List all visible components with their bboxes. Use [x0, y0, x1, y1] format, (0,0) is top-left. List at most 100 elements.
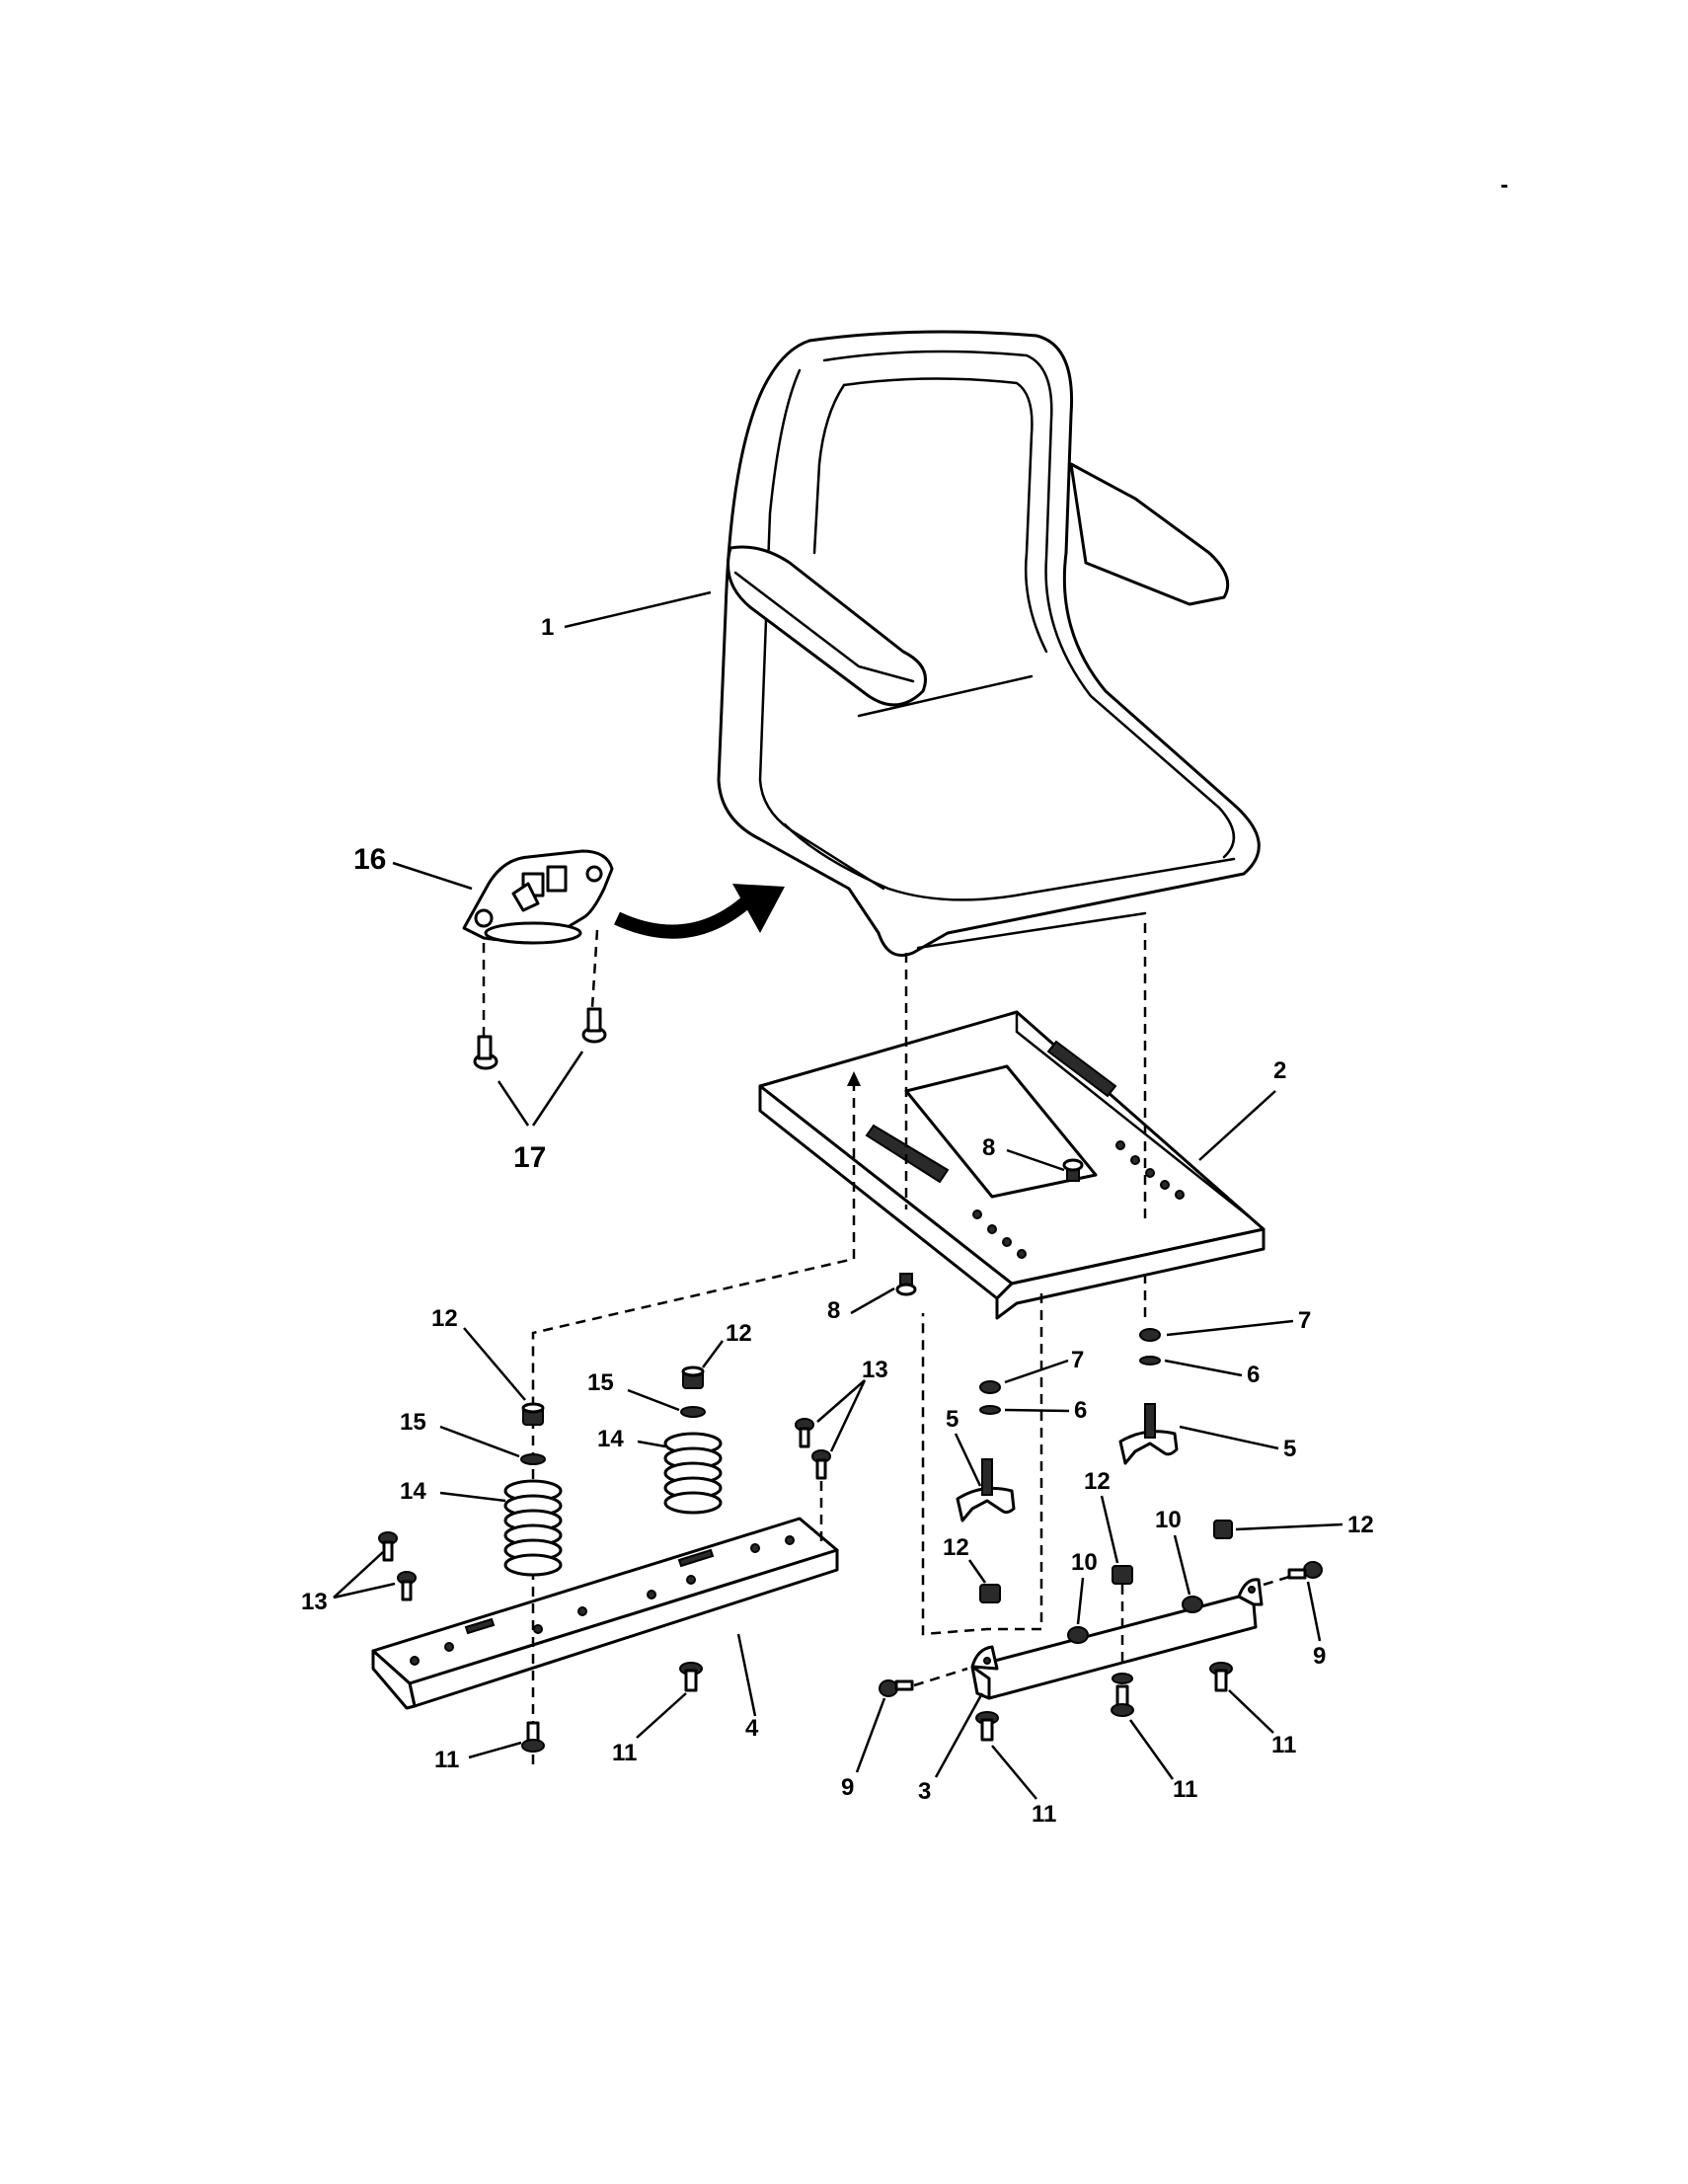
bolt-13b — [811, 1449, 831, 1480]
leader-2 — [1198, 1090, 1276, 1161]
bolt-9b — [1287, 1561, 1323, 1580]
callout-9a: 9 — [841, 1774, 854, 1801]
leader-1 — [564, 590, 712, 629]
callout-11c: 11 — [1173, 1776, 1197, 1803]
bolt-11a — [521, 1721, 545, 1753]
nut-12e — [1213, 1520, 1233, 1539]
leader-8b — [850, 1287, 895, 1315]
leader-10b — [1173, 1534, 1191, 1596]
leader-6a — [1004, 1408, 1070, 1413]
bolt-11c — [1111, 1673, 1134, 1717]
callout-12e: 12 — [1347, 1512, 1374, 1538]
screw-17a — [473, 1035, 499, 1070]
leader-12e — [1235, 1522, 1343, 1531]
callout-7b: 7 — [1298, 1307, 1311, 1334]
leader-11d — [1228, 1689, 1274, 1734]
arrow-to-seat — [614, 893, 755, 939]
callout-6b: 6 — [1247, 1362, 1260, 1388]
leader-5b — [1179, 1425, 1279, 1450]
leader-12a — [463, 1327, 526, 1401]
leader-11e — [991, 1745, 1037, 1800]
leader-12d — [1100, 1495, 1119, 1564]
spring-14b — [663, 1432, 723, 1515]
rail-right — [970, 1578, 1264, 1700]
knob-5b — [1118, 1403, 1179, 1465]
bolt-8b — [895, 1273, 917, 1296]
leader-14a — [439, 1491, 506, 1503]
leader-7a — [1004, 1359, 1069, 1384]
nut-12c — [979, 1584, 1001, 1603]
callout-12a: 12 — [431, 1305, 458, 1332]
callout-11a: 11 — [434, 1747, 459, 1773]
washer-10b — [1182, 1596, 1203, 1613]
callout-12c: 12 — [943, 1534, 969, 1561]
leader-12b — [701, 1340, 725, 1368]
washer-15b — [680, 1406, 706, 1418]
seat-pan — [758, 1010, 1266, 1320]
leader-16 — [392, 861, 473, 891]
washer-15a — [520, 1453, 546, 1465]
callout-6a: 6 — [1074, 1397, 1087, 1424]
leader-13b-2 — [333, 1582, 396, 1599]
callout-8b: 8 — [827, 1297, 840, 1324]
callout-10b: 10 — [1155, 1507, 1182, 1533]
leader-9b — [1306, 1581, 1322, 1642]
leader-7b — [1166, 1319, 1294, 1337]
seat-switch — [462, 849, 614, 945]
callout-11e: 11 — [1032, 1801, 1056, 1828]
callout-14a: 14 — [400, 1478, 426, 1505]
callout-3: 3 — [918, 1778, 931, 1805]
bolt-11d — [1209, 1662, 1233, 1692]
callout-5b: 5 — [1283, 1436, 1296, 1462]
bolt-13c — [378, 1531, 398, 1562]
leader-5a — [954, 1433, 982, 1487]
leader-13a-2 — [829, 1379, 867, 1452]
bolt-13d — [397, 1571, 417, 1601]
seat — [717, 330, 1261, 957]
callout-16: 16 — [353, 843, 386, 876]
callout-11b: 11 — [612, 1740, 637, 1766]
leader-11b — [636, 1692, 687, 1739]
washer-10a — [1067, 1626, 1089, 1644]
bolt-9a — [879, 1679, 914, 1697]
callout-10a: 10 — [1071, 1549, 1098, 1576]
callout-5a: 5 — [946, 1406, 959, 1433]
leader-3 — [934, 1692, 984, 1778]
washer-7a — [979, 1380, 1001, 1394]
callout-13b: 13 — [301, 1589, 328, 1615]
leader-11c — [1128, 1719, 1175, 1780]
leader-17b — [531, 1051, 584, 1127]
leader-11a — [468, 1741, 522, 1759]
leader-14b — [637, 1440, 666, 1448]
callout-14b: 14 — [597, 1426, 624, 1452]
leader-12c — [967, 1559, 987, 1584]
callout-1: 1 — [541, 614, 554, 641]
leader-13b-1 — [333, 1551, 384, 1599]
callout-8a: 8 — [982, 1134, 995, 1161]
screw-17b — [581, 1007, 607, 1044]
leader-15b — [627, 1388, 680, 1412]
leader-15a — [439, 1425, 520, 1458]
callout-12d: 12 — [1084, 1468, 1111, 1495]
leader-8a — [1006, 1148, 1065, 1172]
arrow-head — [732, 884, 785, 933]
callout-2: 2 — [1273, 1057, 1286, 1084]
washer-6b — [1139, 1356, 1161, 1365]
leader-13a-1 — [816, 1379, 866, 1423]
nut-12b — [681, 1365, 705, 1389]
callout-13a: 13 — [862, 1357, 888, 1383]
corner-mark: - — [1500, 172, 1508, 198]
leader-10a — [1076, 1577, 1085, 1625]
callout-15a: 15 — [400, 1409, 426, 1436]
rail-left — [371, 1517, 839, 1710]
callout-12b: 12 — [726, 1320, 752, 1347]
knob-5a — [956, 1458, 1016, 1522]
callout-17: 17 — [513, 1141, 546, 1174]
bolt-11b — [679, 1662, 703, 1692]
callout-4: 4 — [745, 1715, 759, 1742]
bolt-8a — [1062, 1158, 1084, 1182]
leader-17a — [497, 1080, 530, 1127]
leader-6b — [1164, 1359, 1243, 1377]
callout-7a: 7 — [1071, 1347, 1084, 1373]
